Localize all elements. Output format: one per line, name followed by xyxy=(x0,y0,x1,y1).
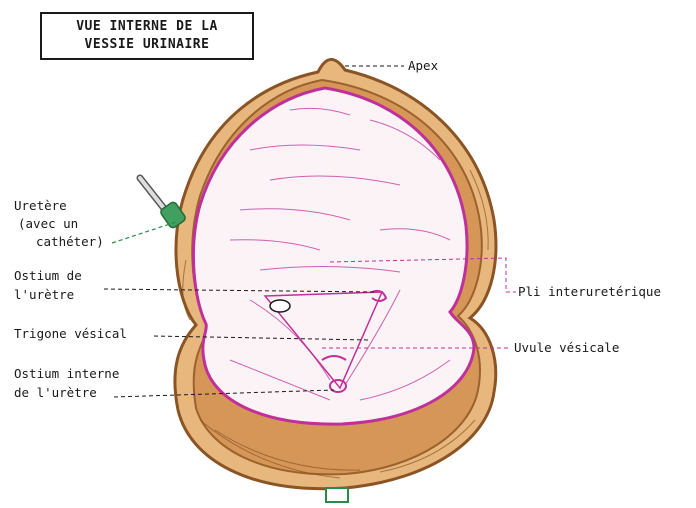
title-line-2: VESSIE URINAIRE xyxy=(42,36,252,54)
ureter-catheter xyxy=(140,178,187,229)
label-trigone: Trigone vésical xyxy=(14,326,127,342)
label-ostium-interne-1: Ostium interne xyxy=(14,366,119,382)
label-ureter-3: cathéter) xyxy=(36,234,104,250)
label-ostium-uretre-2: l'urètre xyxy=(14,287,74,303)
title-line-1: VUE INTERNE DE LA xyxy=(42,18,252,36)
label-pli-interureterique: Pli interuretérique xyxy=(518,284,661,300)
label-uvule-vesicale: Uvule vésicale xyxy=(514,340,619,356)
ureteral-orifice-left xyxy=(270,300,290,312)
label-ostium-uretre-1: Ostium de xyxy=(14,268,82,284)
label-ostium-interne-2: de l'urètre xyxy=(14,385,97,401)
label-apex: Apex xyxy=(408,58,438,74)
ureter-leader xyxy=(112,222,176,243)
urethra-stub xyxy=(326,488,348,502)
diagram-title: VUE INTERNE DE LA VESSIE URINAIRE xyxy=(40,12,254,60)
label-ureter-1: Uretère xyxy=(14,198,67,214)
label-ureter-2: (avec un xyxy=(18,216,78,232)
